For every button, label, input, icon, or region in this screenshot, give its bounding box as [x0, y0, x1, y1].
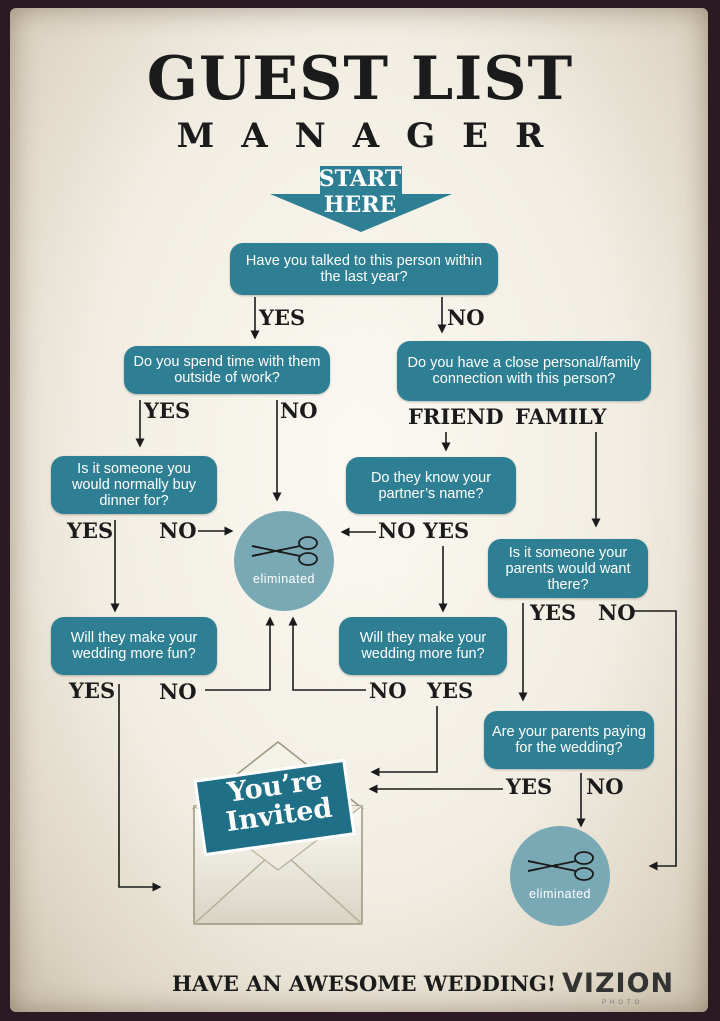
eliminated-outcome: eliminated	[510, 826, 610, 926]
label-yes: YES	[423, 518, 470, 543]
question-more-fun-left: Will they make your wedding more fun?	[51, 617, 217, 675]
label-yes: YES	[530, 600, 577, 625]
question-parents-paying: Are your parents paying for the wedding?	[484, 711, 654, 769]
label-yes: YES	[67, 518, 114, 543]
label-no: NO	[598, 600, 636, 625]
brand-logo-sub: PHOTO	[602, 1000, 644, 1006]
start-line-1: START	[318, 166, 402, 192]
subtitle: MANAGER	[176, 116, 571, 156]
label-friend: FRIEND	[408, 404, 504, 429]
question-close-connection: Do you have a close personal/family conn…	[397, 341, 651, 401]
eliminated-outcome: eliminated	[234, 511, 334, 611]
label-yes: YES	[427, 678, 474, 703]
question-parents-want: Is it someone your parents would want th…	[488, 539, 648, 598]
label-no: NO	[447, 305, 485, 330]
label-no: NO	[369, 678, 407, 703]
start-arrow	[270, 166, 452, 232]
eliminated-label: eliminated	[253, 572, 315, 586]
question-talked-last-year: Have you talked to this person within th…	[230, 243, 498, 295]
envelope-icon	[191, 741, 365, 925]
footer-message: HAVE AN AWESOME WEDDING!	[172, 971, 557, 996]
label-no: NO	[280, 398, 318, 423]
label-no: NO	[586, 774, 624, 799]
scissors-icon	[251, 536, 318, 566]
eliminated-label: eliminated	[529, 887, 591, 901]
scissors-icon	[527, 851, 594, 881]
start-line-2: HERE	[323, 192, 397, 218]
label-family: FAMILY	[515, 404, 607, 429]
invited-envelope: You’re Invited	[188, 738, 368, 928]
question-know-partner-name: Do they know your partner’s name?	[346, 457, 516, 514]
question-time-outside-work: Do you spend time with them outside of w…	[124, 346, 330, 394]
brand-logo: VIZION	[562, 968, 675, 999]
label-no: NO	[159, 518, 197, 543]
label-yes: YES	[144, 398, 191, 423]
label-yes: YES	[506, 774, 553, 799]
label-yes: YES	[69, 678, 116, 703]
label-no: NO	[378, 518, 416, 543]
start-label: START HERE	[300, 166, 420, 218]
title: GUEST LIST	[146, 44, 574, 114]
question-more-fun-right: Will they make your wedding more fun?	[339, 617, 507, 675]
question-buy-dinner: Is it someone you would normally buy din…	[51, 456, 217, 514]
label-yes: YES	[259, 305, 306, 330]
label-no: NO	[159, 679, 197, 704]
